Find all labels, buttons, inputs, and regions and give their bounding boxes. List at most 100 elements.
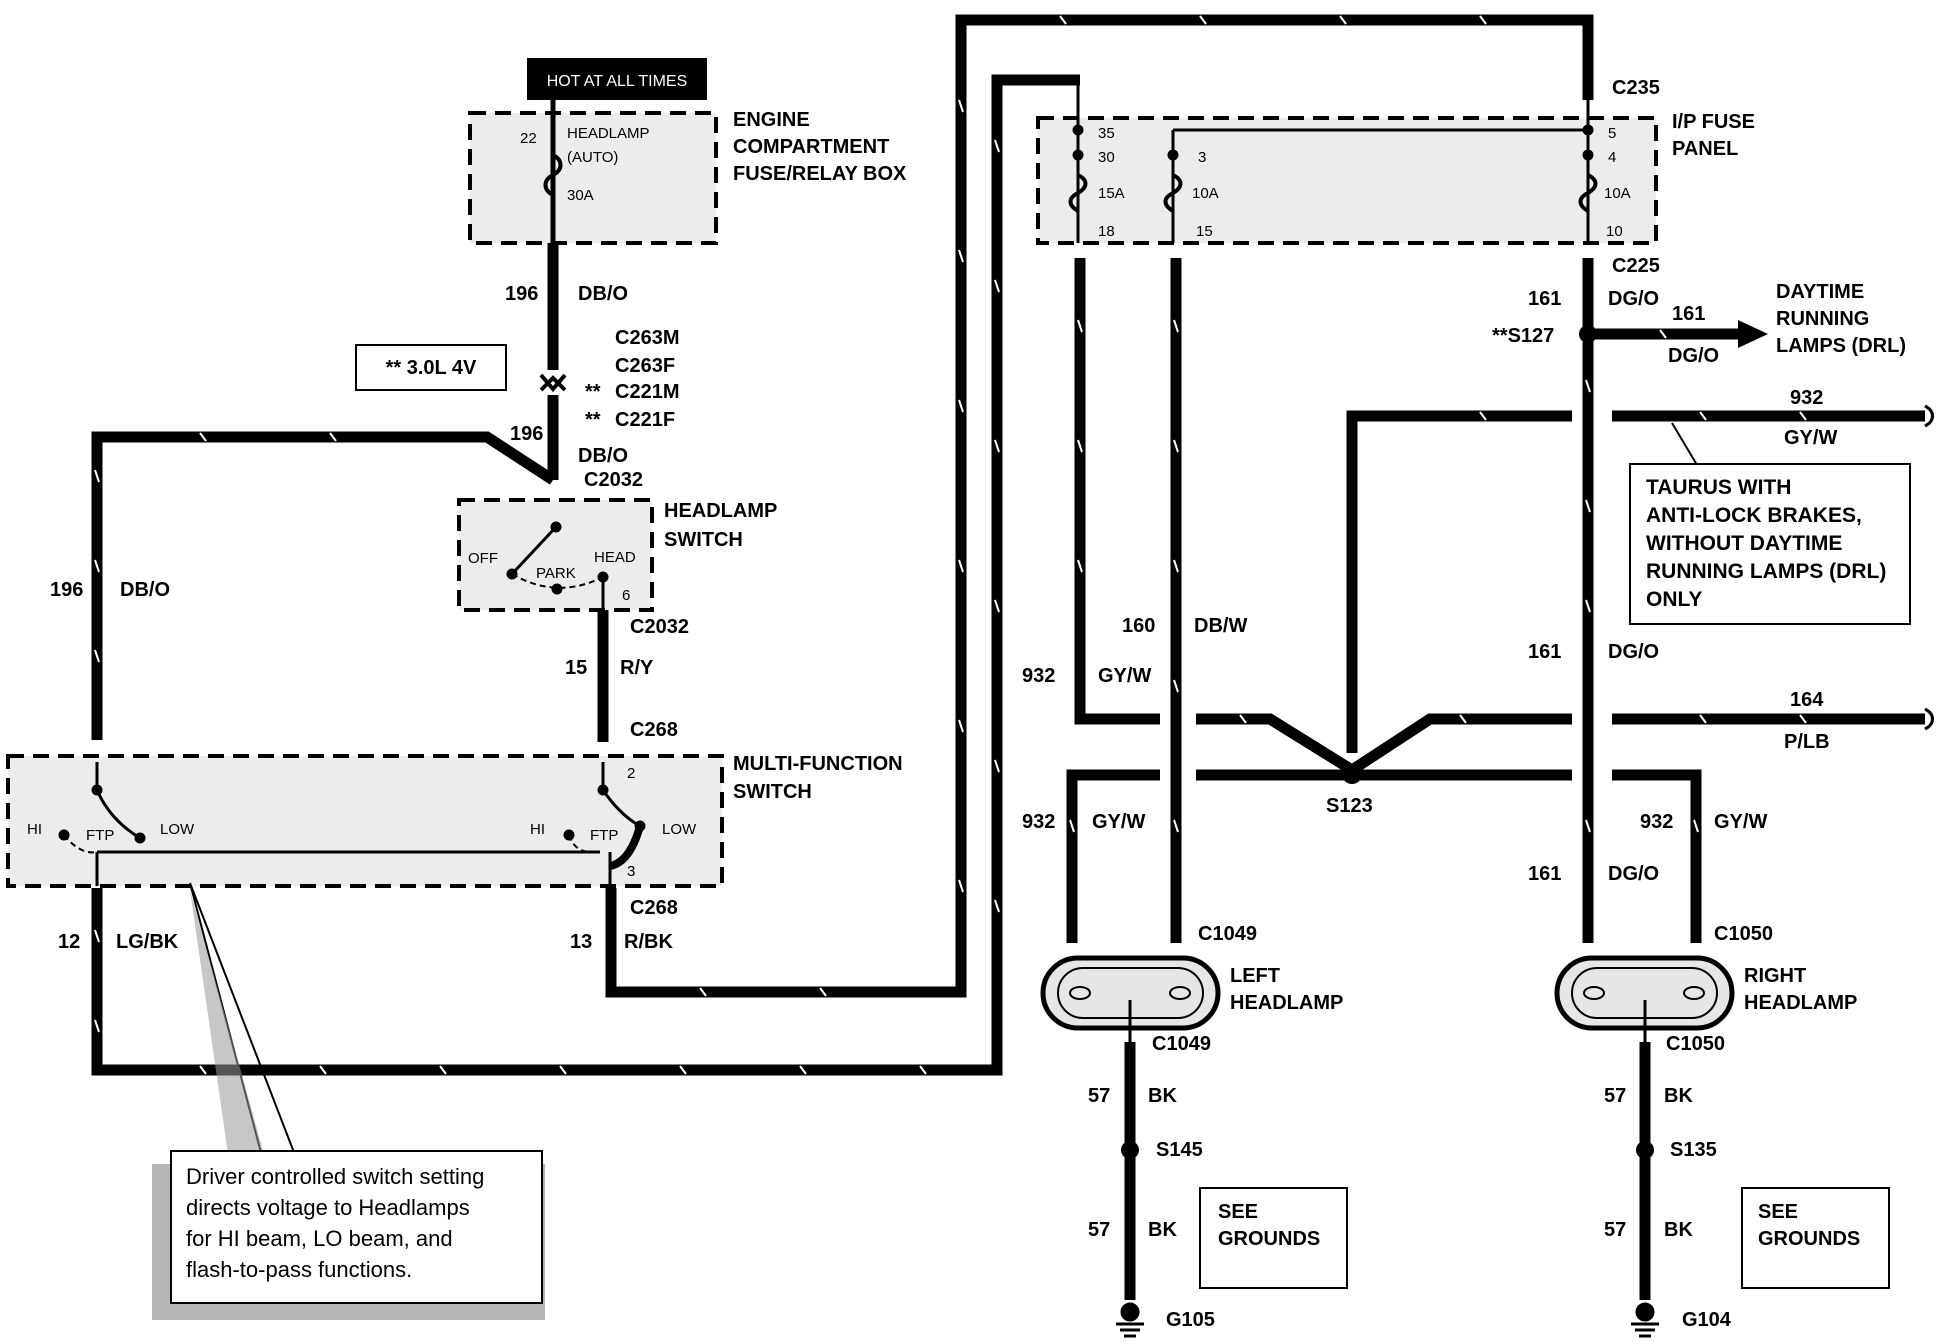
mfs-hi-left: HI bbox=[27, 821, 42, 838]
connector-c225: C225 bbox=[1612, 255, 1660, 277]
splice-s135: S135 bbox=[1670, 1139, 1717, 1161]
wire-161c-color: DG/O bbox=[1608, 863, 1659, 885]
drl-label-1: DAYTIME bbox=[1776, 281, 1864, 303]
taurus-note-5: ONLY bbox=[1646, 588, 1702, 611]
headlamp-switch-contacts bbox=[506, 521, 609, 610]
wire-57a-num: 57 bbox=[1088, 1085, 1110, 1107]
taurus-note-2: ANTI-LOCK BRAKES, bbox=[1646, 504, 1862, 527]
engine-box-title-2: COMPARTMENT bbox=[733, 136, 889, 158]
wire-bus-right bbox=[1348, 713, 1572, 775]
wire-161b-color: DG/O bbox=[1608, 641, 1659, 663]
splice-s123: S123 bbox=[1326, 795, 1373, 817]
wire-end-upper bbox=[1924, 404, 1934, 428]
wire-932b-num: 932 bbox=[1022, 665, 1055, 687]
wire-164-num: 164 bbox=[1790, 689, 1824, 711]
ground-g105: G105 bbox=[1166, 1309, 1215, 1331]
taurus-note-box bbox=[1629, 463, 1911, 625]
ip-pin-30: 30 bbox=[1098, 149, 1115, 166]
see-grounds-right-2: GROUNDS bbox=[1758, 1228, 1860, 1250]
connector-c268-top: C268 bbox=[630, 719, 678, 741]
wire-161a-color: DG/O bbox=[1608, 288, 1659, 310]
callout-shadow-pointer bbox=[190, 890, 268, 1168]
mfs-pin-3: 3 bbox=[627, 863, 635, 880]
engine-box-title-1: ENGINE bbox=[733, 109, 810, 131]
wire-161c-num: 161 bbox=[1528, 863, 1561, 885]
wire-932c-color: GY/W bbox=[1092, 811, 1145, 833]
see-grounds-left-2: GROUNDS bbox=[1218, 1228, 1320, 1250]
splice-s135-dot bbox=[1636, 1141, 1654, 1159]
wire-57c-color: BK bbox=[1664, 1085, 1693, 1107]
splice-s127-dot bbox=[1579, 325, 1597, 343]
connector-c1050-bot: C1050 bbox=[1666, 1033, 1725, 1055]
wire-932a-color: GY/W bbox=[1784, 427, 1837, 449]
wire-end-164 bbox=[1924, 707, 1934, 731]
see-grounds-left-1: SEE bbox=[1218, 1201, 1258, 1223]
mfs-ftp-left: FTP bbox=[86, 827, 114, 844]
ip-rating-10a-right: 10A bbox=[1604, 185, 1631, 202]
ip-pin-35: 35 bbox=[1098, 125, 1115, 142]
wire-12-color: LG/BK bbox=[116, 931, 179, 953]
ip-pin-15: 15 bbox=[1196, 223, 1213, 240]
connector-c221m-star: ** bbox=[585, 381, 601, 403]
wire-196b-num: 196 bbox=[510, 423, 543, 445]
callout-line-4: flash-to-pass functions. bbox=[186, 1257, 412, 1282]
wire-932c-num: 932 bbox=[1022, 811, 1055, 833]
wire-196-loop bbox=[91, 431, 557, 740]
wire-57c-num: 57 bbox=[1604, 1085, 1626, 1107]
hot-label: HOT AT ALL TIMES bbox=[547, 73, 688, 90]
connector-c235: C235 bbox=[1612, 77, 1660, 99]
wire-196a-color: DB/O bbox=[578, 283, 628, 305]
connector-c2032-bot: C2032 bbox=[630, 616, 689, 638]
see-grounds-right-box bbox=[1741, 1187, 1890, 1289]
left-lamp-filament-high bbox=[1169, 986, 1191, 1000]
wire-196b-color: DB/O bbox=[578, 445, 628, 467]
connector-c221f-star: ** bbox=[585, 409, 601, 431]
splice-s145: S145 bbox=[1156, 1139, 1203, 1161]
fuse-10a-right-icon bbox=[1578, 173, 1598, 213]
fuse-30a-icon bbox=[543, 153, 563, 197]
wire-bus-left bbox=[1196, 713, 1355, 775]
callout-line-3: for HI beam, LO beam, and bbox=[186, 1226, 453, 1251]
connector-c1049-bot: C1049 bbox=[1152, 1033, 1211, 1055]
wire-932d-num: 932 bbox=[1640, 811, 1673, 833]
wire-160-color: DB/W bbox=[1194, 615, 1247, 637]
ip-pin-18: 18 bbox=[1098, 223, 1115, 240]
ip-pin-10: 10 bbox=[1606, 223, 1623, 240]
engine-note: ** 3.0L 4V bbox=[386, 357, 477, 379]
left-lamp-filament-low bbox=[1069, 986, 1091, 1000]
wire-196a-num: 196 bbox=[505, 283, 538, 305]
wire-932-left-lamp bbox=[1066, 769, 1160, 943]
right-lamp-filament-high bbox=[1683, 986, 1705, 1000]
headlamp-switch-pin: 6 bbox=[622, 587, 630, 604]
engine-fuse-name-2: (AUTO) bbox=[567, 149, 618, 166]
engine-note-box bbox=[355, 344, 507, 391]
taurus-note-3: WITHOUT DAYTIME bbox=[1646, 532, 1842, 555]
connector-arrows bbox=[539, 373, 567, 393]
hot-label-box bbox=[527, 58, 707, 100]
right-headlamp-label-1: RIGHT bbox=[1744, 965, 1806, 987]
connector-c2032-top: C2032 bbox=[584, 469, 643, 491]
headlamp-switch-title-1: HEADLAMP bbox=[664, 500, 777, 522]
ground-g104-icon bbox=[1631, 1302, 1659, 1338]
wire-161b-num: 161 bbox=[1528, 641, 1561, 663]
wire-13-color: R/BK bbox=[624, 931, 673, 953]
headlamp-switch-park: PARK bbox=[536, 565, 576, 582]
mfs-title-2: SWITCH bbox=[733, 781, 812, 803]
see-grounds-left-box bbox=[1199, 1187, 1348, 1289]
connector-c1050-top: C1050 bbox=[1714, 923, 1773, 945]
wire-57b-color: BK bbox=[1148, 1219, 1177, 1241]
callout-line-1: Driver controlled switch setting bbox=[186, 1164, 484, 1189]
splice-s127: **S127 bbox=[1492, 325, 1554, 347]
engine-fuse-pin: 22 bbox=[520, 130, 537, 147]
fuse-10a-icon bbox=[1163, 173, 1183, 213]
wire-164-color: P/LB bbox=[1784, 731, 1830, 753]
ground-g105-icon bbox=[1116, 1302, 1144, 1338]
connector-c1049-top: C1049 bbox=[1198, 923, 1257, 945]
ip-pin-3: 3 bbox=[1198, 149, 1206, 166]
wire-932a-num: 932 bbox=[1790, 387, 1823, 409]
wire-932-upper bbox=[1346, 410, 1572, 753]
ip-panel-title-1: I/P FUSE bbox=[1672, 111, 1755, 133]
wire-932d-color: GY/W bbox=[1714, 811, 1767, 833]
callout-box bbox=[170, 1150, 543, 1304]
